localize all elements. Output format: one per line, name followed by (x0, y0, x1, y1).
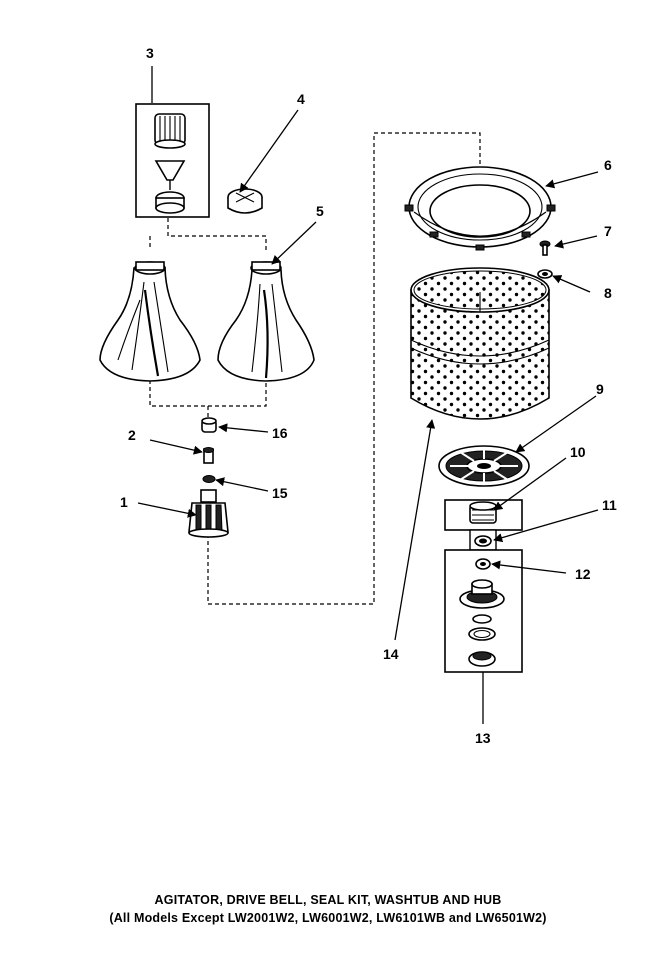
part-13-hub-kit (444, 549, 523, 673)
part-8-nut (537, 269, 553, 279)
callout-7: 7 (604, 223, 612, 239)
callout-12: 12 (575, 566, 591, 582)
part-15-washer (202, 475, 216, 483)
callout-14: 14 (383, 646, 399, 662)
callout-16: 16 (272, 425, 288, 441)
part-10-seal-kit (444, 499, 523, 531)
part-7-screw (539, 240, 551, 256)
callout-numbers: 3 4 5 6 7 8 9 10 11 12 13 14 15 16 2 1 (120, 45, 617, 746)
part-5-agitator-left (99, 261, 201, 382)
callout-10: 10 (570, 444, 586, 460)
callout-2: 2 (128, 427, 136, 443)
callout-8: 8 (604, 285, 612, 301)
part-14-wash-tub (410, 267, 550, 420)
callout-15: 15 (272, 485, 288, 501)
part-6-tub-ring (404, 166, 556, 251)
part-3-filter-assembly (135, 103, 210, 218)
part-4-agitator-cap (227, 188, 263, 214)
callout-5: 5 (316, 203, 324, 219)
diagram-caption-title: AGITATOR, DRIVE BELL, SEAL KIT, WASHTUB … (154, 893, 502, 907)
diagram-caption-subtitle: (All Models Except LW2001W2, LW6001W2, L… (109, 911, 547, 925)
leader-lines (137, 66, 599, 641)
part-16-fitting (201, 417, 217, 433)
callout-11: 11 (602, 497, 617, 513)
callout-4: 4 (297, 91, 305, 107)
part-9-hub-plate (438, 445, 530, 487)
dashed-connectors (149, 132, 481, 605)
callout-6: 6 (604, 157, 612, 173)
callout-9: 9 (596, 381, 604, 397)
callout-3: 3 (146, 45, 154, 61)
part-11-seal (474, 535, 492, 547)
callout-1: 1 (120, 494, 128, 510)
part-5-agitator-right (217, 261, 315, 382)
part-1-drive-bell (188, 489, 229, 538)
part-2-bolt (203, 447, 214, 464)
part-12-hub-nut (475, 558, 491, 570)
callout-13: 13 (475, 730, 491, 746)
